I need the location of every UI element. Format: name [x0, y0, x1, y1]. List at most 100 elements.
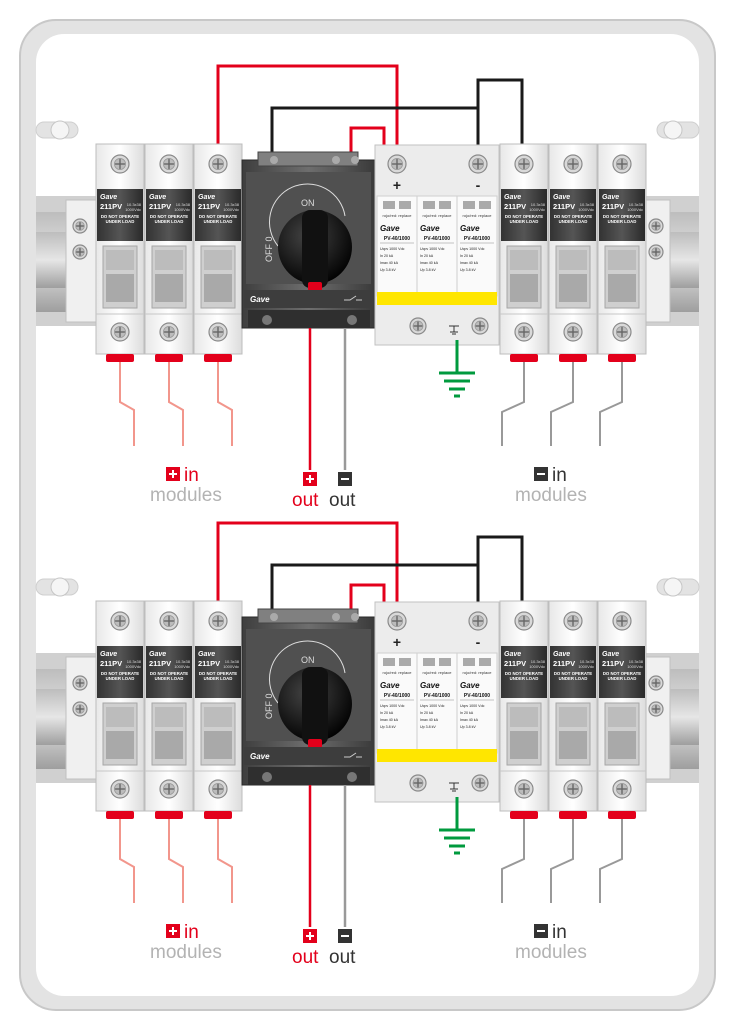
knob-handle [302, 667, 328, 745]
spd-module [416, 195, 458, 297]
spd-spec-1: Ucpv 1000 Vdc [460, 704, 485, 708]
knob-indicator [308, 282, 322, 291]
plus-out-label: out [292, 947, 319, 968]
fuse-voltage: 1000Vdc [627, 207, 643, 212]
switch-off-label: OFF 0 [264, 693, 274, 719]
fuse-model: 211PV [602, 202, 624, 211]
spd-spec-3: Imax 40 kA [380, 718, 399, 722]
positive-in-wire [168, 819, 184, 903]
spd-model: PV-40/1000 [424, 236, 450, 242]
spd-indicator-text: rojo/red: replace [423, 213, 453, 218]
knob-handle [302, 210, 328, 288]
fuse-brand: Gave [553, 651, 570, 658]
fuse-cap [195, 646, 241, 698]
fuse-cap [146, 646, 192, 698]
knob-indicator [308, 739, 322, 748]
spd-spec-2: In 20 kA [380, 711, 394, 715]
positive-in-wire [119, 362, 135, 446]
fuse-warning-2: UNDER LOAD [559, 219, 588, 224]
fuse-cap [146, 189, 192, 241]
spd-yellow-band [377, 749, 497, 762]
fuse-voltage: 1000Vdc [578, 207, 594, 212]
fuse-cap [195, 189, 241, 241]
fuse-rating: 10.3x38 [176, 659, 191, 664]
spd-brand: Gave [380, 224, 400, 233]
fuse-brand: Gave [602, 194, 619, 201]
earth-symbol-icon [449, 325, 459, 335]
black-wire-negative-bus [476, 535, 524, 602]
spd-spec-4: Up 3.8 kV [460, 268, 476, 272]
fuse-warning-2: UNDER LOAD [559, 676, 588, 681]
spd-spec-2: In 20 kA [460, 711, 474, 715]
fuse-warning-1: DO NOT OPERATE [101, 214, 139, 219]
spd-spec-1: Ucpv 1000 Vdc [380, 247, 405, 251]
fuse-rating: 10.3x38 [531, 659, 546, 664]
fuse-red-tab [559, 811, 587, 819]
spd-module [376, 195, 418, 297]
black-wire-switch [270, 563, 480, 619]
spd-spec-3: Imax 40 kA [380, 261, 399, 265]
spd-spec-3: Imax 40 kA [460, 718, 479, 722]
black-wire-negative-bus [476, 78, 524, 145]
fuse-cap [501, 646, 547, 698]
spd-spec-4: Up 3.8 kV [380, 268, 396, 272]
fuse-warning-2: UNDER LOAD [204, 219, 233, 224]
spd-brand: Gave [460, 224, 480, 233]
spd-spec-2: In 20 kA [420, 711, 434, 715]
fuse-brand: Gave [602, 651, 619, 658]
fuse-brand: Gave [198, 651, 215, 658]
plus-in-label: in [184, 465, 199, 486]
fuse-brand: Gave [504, 651, 521, 658]
minus-out-label: out [329, 947, 356, 968]
fuse-brand: Gave [149, 194, 166, 201]
switch-on-label: ON [301, 198, 315, 208]
fuse-red-tab [608, 354, 636, 362]
plus-in-label: in [184, 922, 199, 943]
fuse-brand: Gave [100, 651, 117, 658]
red-wire-positive-bus [216, 521, 399, 602]
fuse-cap [599, 646, 645, 698]
fuse-model: 211PV [198, 202, 220, 211]
minus-in-label: in [552, 922, 567, 943]
fuse-voltage: 1000Vdc [529, 664, 545, 669]
fuse-rating: 10.3x38 [531, 202, 546, 207]
spd-model: PV-40/1000 [424, 693, 450, 699]
switch-on-label: ON [301, 655, 315, 665]
fuse-model: 211PV [100, 659, 122, 668]
spd-spec-2: In 20 kA [460, 254, 474, 258]
fuse-voltage: 1000Vdc [174, 664, 190, 669]
fuse-warning-2: UNDER LOAD [608, 676, 637, 681]
negative-in-wire [501, 819, 525, 903]
minus-out-label: out [329, 490, 356, 511]
fuse-red-tab [155, 354, 183, 362]
fuse-brand: Gave [198, 194, 215, 201]
spd-spec-1: Ucpv 1000 Vdc [380, 704, 405, 708]
fuse-voltage: 1000Vdc [174, 207, 190, 212]
fuse-voltage: 1000Vdc [223, 664, 239, 669]
spd-spec-2: In 20 kA [380, 254, 394, 258]
fuse-warning-1: DO NOT OPERATE [150, 671, 188, 676]
fuse-rating: 10.3x38 [127, 202, 142, 207]
negative-in-wire [550, 362, 574, 446]
fuse-rating: 10.3x38 [176, 202, 191, 207]
fuse-brand: Gave [504, 194, 521, 201]
fuse-model: 211PV [553, 202, 575, 211]
fuse-warning-2: UNDER LOAD [510, 219, 539, 224]
spd-brand: Gave [380, 681, 400, 690]
spd-indicator-text: rojo/red: replace [463, 670, 493, 675]
spd-indicator-text: rojo/red: replace [383, 213, 413, 218]
spd-spec-4: Up 3.8 kV [380, 725, 396, 729]
fuse-red-tab [204, 811, 232, 819]
fuse-cap [550, 646, 596, 698]
spd-spec-3: Imax 40 kA [420, 718, 439, 722]
fuse-warning-1: DO NOT OPERATE [505, 671, 543, 676]
fuse-model: 211PV [198, 659, 220, 668]
